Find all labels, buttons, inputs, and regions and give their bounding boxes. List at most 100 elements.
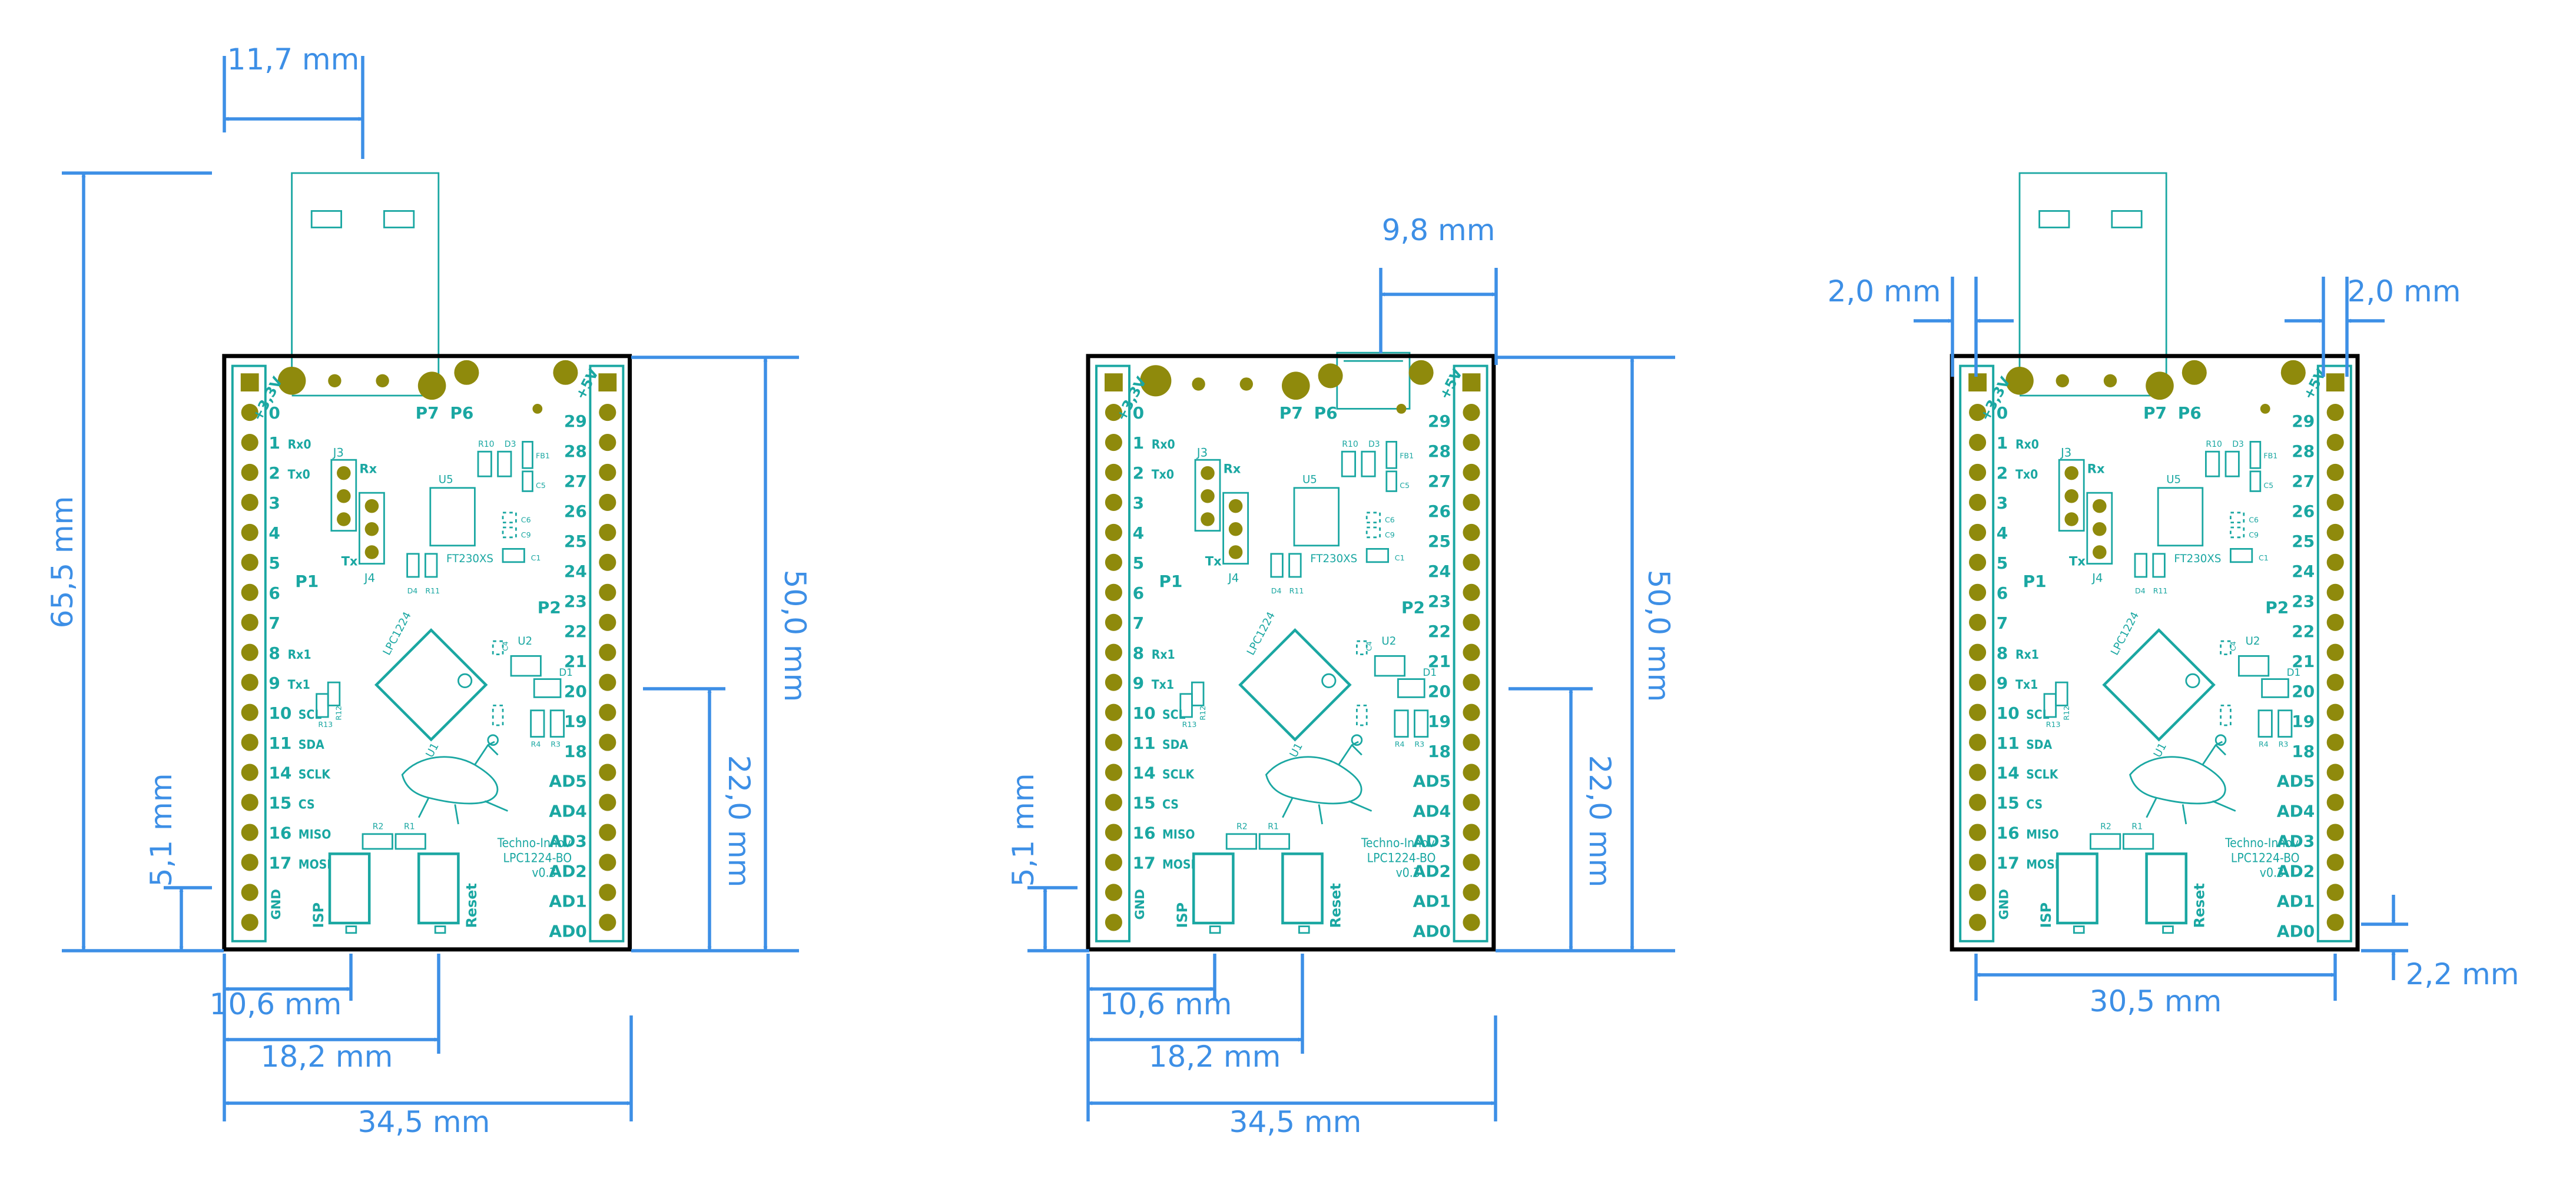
pad [2182,360,2207,385]
resistor-r13 [2043,693,2057,718]
pad [277,367,306,395]
label-r13: R13 [2046,720,2061,729]
pad [417,371,446,400]
pin-function-label: SDA [299,738,324,752]
mascot-icon-limbs [2146,741,2236,825]
button-reset-foot [2162,925,2174,934]
pin-label-left: 8 [268,643,280,663]
board-name: LPC1224-BO [503,851,572,865]
mascot-icon-head [487,734,499,746]
label-p7: P7 [1279,403,1303,423]
pin-label-right: 20 [2292,682,2315,701]
resistor-r10 [1341,450,1356,477]
header-pin [1463,794,1480,811]
header-pin [1969,613,1987,631]
header-pin [2326,613,2344,631]
dimension-label: 50,0 mm [778,570,812,702]
pin-label-right: 21 [1428,652,1451,671]
pin-label-right: AD5 [549,772,586,791]
header-pin [599,764,616,781]
usb-slot [2038,210,2070,228]
label-fb1: FB1 [2263,451,2277,460]
pin-label-right: 18 [564,742,587,761]
dimension-label: 5,1 mm [1006,774,1040,887]
header-pin [1105,583,1122,601]
label-isp: ISP [1174,902,1191,928]
pin-label-left: 17 [268,854,291,873]
header-pin [2326,463,2344,482]
header-pin [2326,914,2344,931]
label-r1: R1 [404,822,415,831]
header-pin [1969,733,1987,751]
label-isp: ISP [310,902,327,928]
board-version: v0.3 [2260,866,2284,880]
cap-c9 [502,526,517,539]
pin-label-right: 22 [1428,622,1451,641]
header-pin [241,643,258,661]
label-c1: C1 [2259,553,2269,562]
dimension-label: 18,2 mm [1149,1040,1281,1074]
header-pin [241,583,258,601]
jumper-j4 [358,492,385,565]
board-outline [222,354,632,952]
resistor-r11 [1288,553,1302,578]
header-pin [2326,583,2344,601]
label-d1: D1 [2287,666,2301,678]
label-r11: R11 [425,586,440,595]
label-r13: R13 [318,720,333,729]
mascot-icon-limbs [417,741,508,825]
usb-a-connector [291,172,440,381]
header-pin [1463,463,1480,482]
pin-label-left: 8 [1133,643,1144,663]
pin-label-right: AD2 [549,862,586,881]
label-5v: +5V [1436,366,1466,402]
pad [2146,371,2174,400]
label-lpc1224: LPC1224 [2108,610,2141,658]
pin-label-left: 5 [1133,553,1144,573]
header-pin [599,854,616,871]
label-fb1: FB1 [536,451,550,460]
pin-label-left: 3 [1997,493,2008,513]
header-pin-1 [1105,373,1123,391]
pin-label-left: 6 [1133,583,1144,603]
mascot-icon-head [2214,734,2227,746]
header-pin [1105,914,1122,931]
pin-label-right: AD4 [2277,802,2315,821]
cap-c2 [2220,704,2232,726]
pin-label-left: 11 [268,733,291,753]
header-pin [1969,794,1987,811]
pin-label-left: 15 [1997,794,2020,813]
jumper-j3 [1194,459,1221,532]
mascot-icon-head [1351,734,1363,746]
pin-label-left: 1 [1133,433,1144,453]
pin-label-left: 10 [1133,703,1156,723]
header-pin [1969,854,1987,871]
header-pin-1 [598,373,617,391]
header-pin [1105,523,1122,541]
header-pin [1463,433,1480,452]
ic-u1 [2102,628,2216,742]
header-pin [241,613,258,631]
header-pin [1105,433,1122,452]
header-pin [1105,493,1122,511]
pin-label-left: 4 [1997,523,2008,543]
header-pin [1463,703,1480,721]
header-pin [241,493,258,511]
pin-label-right: 20 [1428,682,1451,701]
header-pin [599,884,616,901]
pin-label-right: 23 [564,592,587,611]
label-c5: C5 [2263,481,2273,490]
header-pin [2326,404,2344,421]
dimension-label: 34,5 mm [358,1105,490,1139]
dimension-label: 2,0 mm [1828,274,1941,308]
dimension-label: 2,2 mm [2406,957,2519,991]
resistor-r4 [1394,709,1409,738]
diode-d4 [2134,553,2147,578]
ic-u1 [374,628,488,742]
jumper-pin [1228,545,1243,559]
pin-function-label: SDA [1162,738,1188,752]
jumper-pin [1228,522,1243,536]
header-pin [241,854,258,871]
